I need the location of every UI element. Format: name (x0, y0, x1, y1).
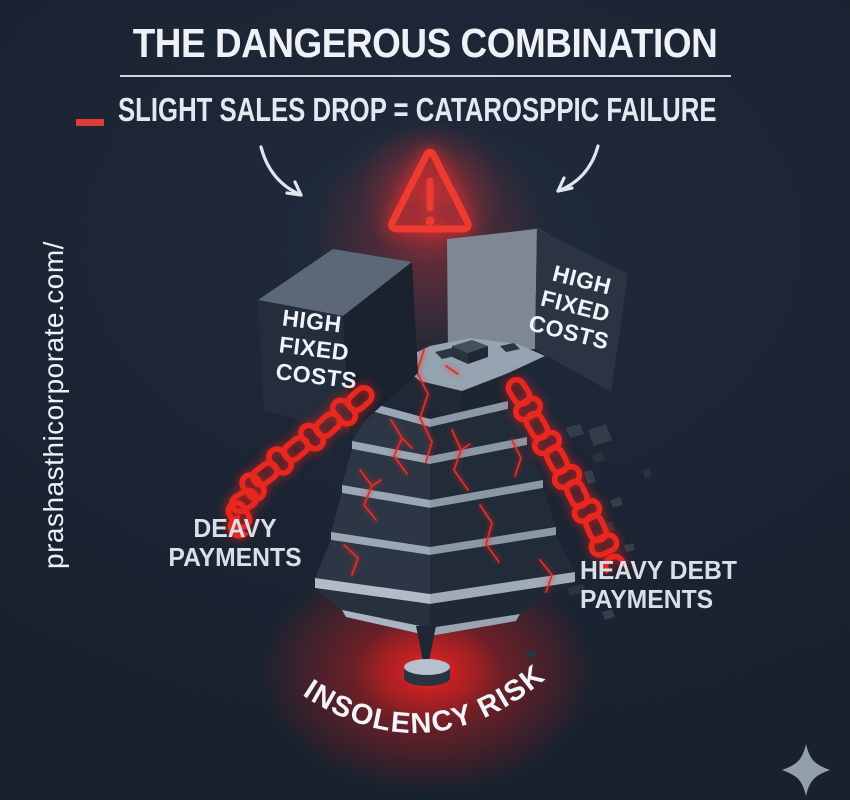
watermark-url: prashasthicorporate.com/ (38, 241, 69, 569)
sparkle-icon (782, 744, 830, 796)
left-payments-line1: DEAVY (193, 513, 277, 543)
page-title: THE DANGEROUS COMBINATION (132, 20, 718, 66)
left-payments-label: DEAVY PAYMENTS (154, 514, 316, 572)
right-payments-label: HEAVY DEBT PAYMENTS (580, 556, 780, 614)
right-payments-line1: HEAVY DEBT (580, 555, 737, 585)
cost-block-right: HIGH FIXED COSTS (447, 228, 628, 392)
red-cracks (343, 349, 553, 593)
left-payments-line2: PAYMENTS (168, 542, 302, 572)
curved-arrow-down-right-icon (259, 145, 303, 197)
debris-shards (525, 424, 652, 658)
cost-block-left-label: HIGH FIXED COSTS (274, 304, 358, 393)
pedestal-disc-top (404, 659, 450, 675)
warning-triangle-icon (388, 148, 472, 233)
right-payments-line2: PAYMENTS (580, 584, 714, 614)
balance-spike (416, 626, 436, 666)
subtitle-red-dash (76, 119, 104, 126)
cost-block-left: HIGH FIXED COSTS (258, 249, 418, 434)
page-subtitle: SLIGHT SALES DROP = CATAROSPPIC FAILURE (118, 91, 717, 128)
pyramid-tower (315, 338, 575, 686)
curved-arrow-down-left-icon (556, 144, 600, 193)
title-divider (120, 75, 731, 77)
